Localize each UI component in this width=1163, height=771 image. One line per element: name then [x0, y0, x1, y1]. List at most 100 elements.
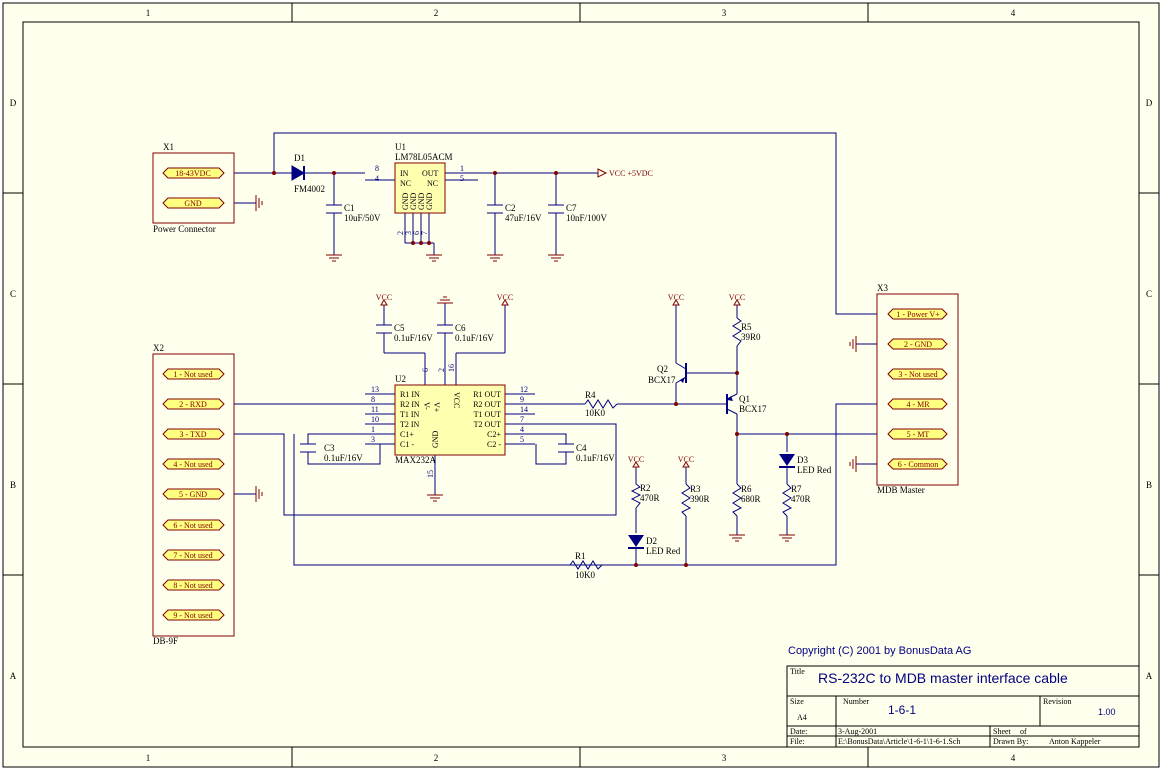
c2-ref: C2 [505, 203, 516, 213]
connector-x1: X1 Power Connector 18-43VDC GND [152, 142, 235, 234]
u2-right-pin-num: 12 [520, 385, 528, 394]
d1-ref: D1 [294, 153, 305, 163]
x2-pin-flag [162, 398, 225, 410]
led-d2: D2 LED Red [628, 535, 681, 556]
size-label: Size [790, 697, 804, 706]
x1-ref: X1 [163, 142, 174, 152]
x3-ref: X3 [877, 283, 888, 293]
vcc-output-label: VCC +5VDC [609, 169, 653, 178]
x2-pin-flag [162, 519, 225, 531]
wires [224, 132, 888, 566]
u1-ref: U1 [395, 142, 406, 152]
x2-pin-flag [162, 579, 225, 591]
c4-ref: C4 [576, 443, 587, 453]
u1-pin-nc2: NC [427, 179, 438, 188]
u1-gnd-4: GND [425, 192, 434, 210]
regulator-u1: U1 LM78L05ACM IN OUT NC NC GND GND GND G… [375, 142, 464, 235]
u2-pin-num-2: 2 [437, 368, 446, 372]
copyright-text: Copyright (C) 2001 by BonusData AG [788, 645, 971, 657]
x1-pin-2: GND [184, 199, 202, 208]
q1-ref: Q1 [739, 394, 750, 404]
c6-ref: C6 [455, 323, 466, 333]
number-label: Number [843, 697, 870, 706]
x3-pin-flag [887, 368, 948, 380]
x2-pin-label: 6 - Not used [173, 521, 212, 530]
c1-value: 10uF/50V [344, 213, 381, 223]
u2-pin-vcc: VCC [452, 392, 461, 408]
u2-right-pin-num: 9 [520, 395, 524, 404]
u1-pin-nc1: NC [400, 179, 411, 188]
title-label: Title [790, 667, 805, 676]
c7-value: 10nF/100V [566, 213, 608, 223]
u1-value: LM78L05ACM [395, 152, 453, 162]
zone-row-a-left: A [10, 671, 17, 681]
c2-value: 47uF/16V [505, 213, 542, 223]
transistor-q2: Q2 BCX17 [648, 362, 687, 385]
u1-pin-num-2: 2 [396, 231, 405, 235]
x3-pin-label: 1 - Power V+ [896, 310, 940, 319]
u2-left-pin-num: 8 [371, 395, 375, 404]
vcc-symbols [380, 299, 741, 468]
revision-label: Revision [1043, 697, 1071, 706]
junction-dots [272, 171, 789, 567]
r3-ref: R3 [690, 484, 701, 494]
u2-left-pin-num: 13 [371, 385, 379, 394]
u2-left-pin-name: R1 IN [400, 390, 420, 399]
led-d3: D3 LED Red [779, 454, 832, 475]
x3-pin-label: 4 - MR [906, 400, 930, 409]
date-label: Date: [790, 727, 807, 736]
zone-row-b-left: B [10, 480, 16, 490]
d2-value: LED Red [646, 546, 681, 556]
x2-pin-label: 5 - GND [179, 490, 207, 499]
x3-pin-label: 6 - Common [898, 460, 938, 469]
d3-value: LED Red [797, 465, 832, 475]
zone-row-c-left: C [10, 289, 16, 299]
sheet-label: Sheet [993, 727, 1012, 736]
zone-col-1-bottom: 1 [146, 753, 151, 763]
c3-ref: C3 [324, 443, 335, 453]
u2-left-pin-num: 3 [371, 435, 375, 444]
r2-ref: R2 [640, 483, 651, 493]
r5-value: 39R0 [741, 332, 761, 342]
u2-pin-gnd: GND [431, 430, 440, 448]
q2-ref: Q2 [657, 364, 668, 374]
u1-pin-num-6: 6 [412, 231, 421, 235]
c3-value: 0.1uF/16V [324, 453, 363, 463]
u1-pin-num-4: 4 [375, 174, 379, 183]
u1-pin-num-7: 7 [420, 231, 429, 235]
u1-pin-num-1: 1 [460, 164, 464, 173]
x2-pin-flag [162, 368, 225, 380]
d3-ref: D3 [797, 455, 808, 465]
zone-col-3-top: 3 [722, 8, 727, 18]
number-value: 1-6-1 [888, 703, 916, 717]
r7-ref: R7 [791, 484, 802, 494]
q1-value: BCX17 [739, 404, 767, 414]
zone-col-1-top: 1 [146, 8, 151, 18]
sheet-title: RS-232C to MDB master interface cable [818, 670, 1068, 686]
x1-pin-1: 18-43VDC [175, 169, 211, 178]
zone-row-a-right: A [1146, 671, 1153, 681]
u1-pin-num-3: 3 [404, 231, 413, 235]
r4-ref: R4 [585, 390, 596, 400]
c5-ref: C5 [394, 323, 405, 333]
u2-pin-num-15: 15 [426, 470, 435, 478]
x2-pin-label: 8 - Not used [173, 581, 212, 590]
c5-value: 0.1uF/16V [394, 333, 433, 343]
u1-pin-num-8: 8 [375, 164, 379, 173]
vcc-label-u2: VCC [497, 293, 513, 302]
x1-name: Power Connector [153, 224, 216, 234]
date-value: 3-Aug-2001 [838, 727, 877, 736]
r1-value: 10K0 [575, 570, 595, 580]
u2-left-pin-name: C1 - [400, 440, 414, 449]
r1-ref: R1 [575, 551, 586, 561]
x2-pin-label: 3 - TXD [180, 430, 207, 439]
u1-pin-in: IN [400, 169, 409, 178]
x3-pin-label: 2 - GND [904, 340, 932, 349]
c1-ref: C1 [344, 203, 355, 213]
x2-pin-label: 2 - RXD [179, 400, 207, 409]
x3-pin-flag [887, 428, 948, 440]
r7-value: 470R [791, 494, 811, 504]
capacitor-plates-top [300, 204, 574, 453]
